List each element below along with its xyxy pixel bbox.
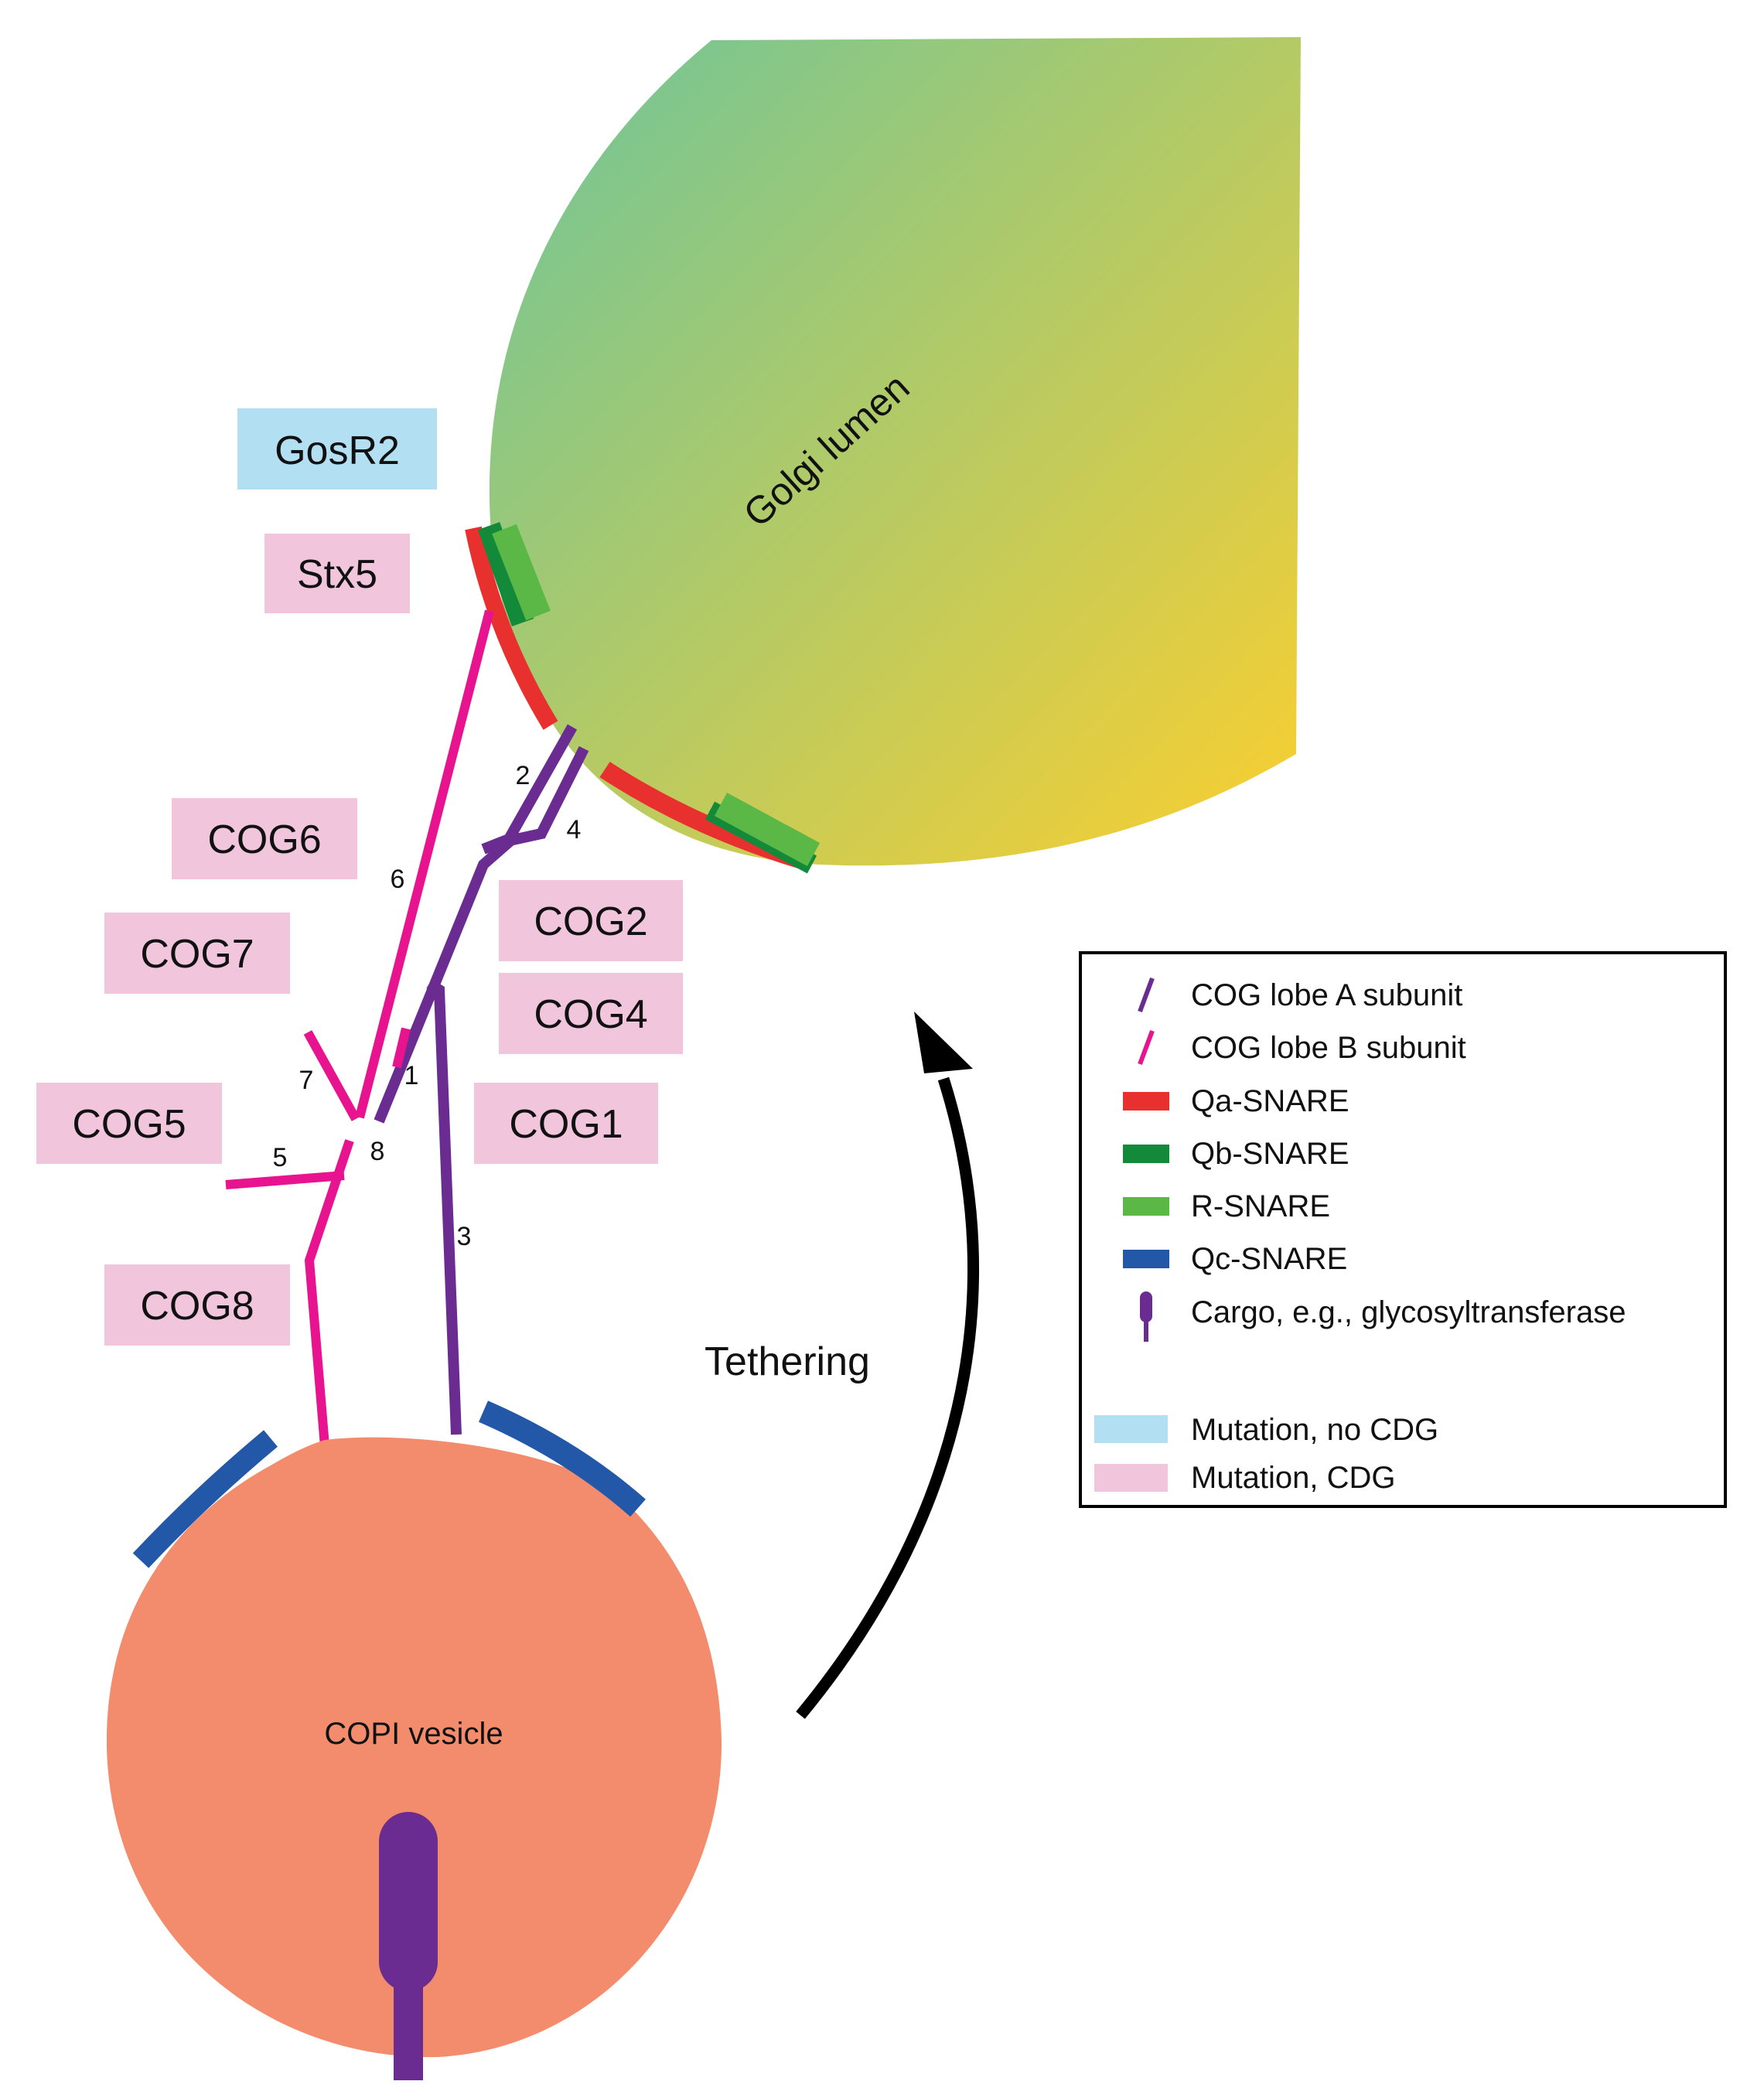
- subunit-number-8: 8: [370, 1137, 385, 1166]
- protein-box-cog4: COG4: [499, 973, 683, 1054]
- protein-box-cog8: COG8: [104, 1264, 290, 1346]
- cog-lobe-b-short-bar: [392, 1027, 411, 1069]
- golgi-lumen-shape: [489, 37, 1301, 866]
- protein-box-cog2: COG2: [499, 880, 683, 961]
- copi-vesicle-label: COPI vesicle: [324, 1717, 503, 1751]
- lobe-a-slash-icon: [1138, 977, 1155, 1013]
- svg-text:Qb-SNARE: Qb-SNARE: [1191, 1137, 1349, 1171]
- svg-text:COG lobe A subunit: COG lobe A subunit: [1191, 978, 1462, 1012]
- svg-text:GosR2: GosR2: [275, 428, 400, 473]
- svg-text:COG5: COG5: [72, 1102, 186, 1147]
- svg-text:Qc-SNARE: Qc-SNARE: [1191, 1242, 1347, 1276]
- cargo-body: [379, 1812, 438, 1991]
- subunit-number-6: 6: [391, 865, 405, 894]
- tethering-arrow-head: [914, 1012, 973, 1073]
- svg-text:Stx5: Stx5: [297, 552, 377, 597]
- mutation-cdg-swatch: [1094, 1464, 1168, 1492]
- mutation-no-cdg-swatch: [1094, 1415, 1168, 1443]
- legend: COG lobe A subunit COG lobe B subunit Qa…: [1079, 951, 1727, 1508]
- legend-item-qb-snare: Qb-SNARE: [1123, 1137, 1349, 1171]
- svg-text:Mutation, CDG: Mutation, CDG: [1191, 1461, 1396, 1495]
- subunit-number-4: 4: [567, 815, 582, 844]
- svg-text:Qa-SNARE: Qa-SNARE: [1191, 1084, 1349, 1118]
- cog1-subunit: [374, 833, 518, 1124]
- qa-snare-golgi-upper: [465, 526, 558, 730]
- svg-text:COG2: COG2: [534, 899, 647, 944]
- legend-item-qa-snare: Qa-SNARE: [1123, 1084, 1349, 1118]
- subunit-number-7: 7: [299, 1066, 314, 1095]
- r-snare-golgi-upper: [492, 524, 551, 621]
- tethering-arrow: [796, 1076, 980, 1719]
- protein-box-cog7: COG7: [104, 913, 290, 994]
- qc-snare-swatch: [1123, 1250, 1169, 1268]
- qb-snare-swatch: [1123, 1145, 1169, 1163]
- copi-vesicle-shape: [106, 1437, 722, 2058]
- subunit-number-5: 5: [273, 1143, 288, 1172]
- cog7-subunit: [303, 1030, 360, 1121]
- subunit-number-1: 1: [404, 1061, 419, 1090]
- svg-text:COG lobe B subunit: COG lobe B subunit: [1191, 1031, 1466, 1065]
- qc-snare-vesicle-right: [479, 1401, 646, 1517]
- svg-text:Cargo, e.g., glycosyltransfera: Cargo, e.g., glycosyltransferase: [1191, 1295, 1626, 1329]
- lobe-b-slash-icon: [1138, 1029, 1155, 1066]
- svg-text:COG7: COG7: [140, 932, 254, 977]
- subunit-number-2: 2: [516, 761, 531, 790]
- protein-box-stx5: Stx5: [264, 534, 410, 613]
- legend-item-mutation-cdg: Mutation, CDG: [1094, 1461, 1396, 1495]
- legend-item-lobe-a: COG lobe A subunit: [1138, 977, 1462, 1013]
- svg-text:Mutation, no CDG: Mutation, no CDG: [1191, 1413, 1438, 1447]
- legend-item-cargo: Cargo, e.g., glycosyltransferase: [1140, 1291, 1626, 1342]
- legend-item-r-snare: R-SNARE: [1123, 1189, 1330, 1223]
- legend-item-lobe-b: COG lobe B subunit: [1138, 1029, 1466, 1066]
- r-snare-swatch: [1123, 1197, 1169, 1216]
- legend-item-mutation-no-cdg: Mutation, no CDG: [1094, 1413, 1438, 1447]
- protein-box-cog1: COG1: [474, 1083, 658, 1164]
- r-snare-golgi-lower: [714, 793, 821, 866]
- tethering-label: Tethering: [705, 1339, 870, 1384]
- svg-text:COG8: COG8: [140, 1284, 254, 1329]
- cog5-subunit: [225, 1171, 345, 1189]
- qb-snare-golgi-upper: [477, 522, 534, 626]
- protein-box-gosr2: GosR2: [237, 408, 437, 490]
- cog6-subunit: [355, 609, 494, 1119]
- subunit-number-3: 3: [457, 1222, 472, 1251]
- svg-text:COG6: COG6: [207, 817, 321, 862]
- svg-text:COG4: COG4: [534, 992, 647, 1037]
- svg-text:R-SNARE: R-SNARE: [1191, 1189, 1330, 1223]
- protein-box-cog6: COG6: [172, 798, 357, 879]
- cog3-subunit: [426, 979, 462, 1435]
- protein-box-cog5: COG5: [36, 1083, 222, 1164]
- svg-text:COG1: COG1: [509, 1102, 623, 1147]
- cog8-subunit: [304, 1139, 354, 1447]
- qa-snare-swatch: [1123, 1092, 1169, 1111]
- legend-item-qc-snare: Qc-SNARE: [1123, 1242, 1347, 1276]
- qc-snare-vesicle-left: [132, 1430, 278, 1568]
